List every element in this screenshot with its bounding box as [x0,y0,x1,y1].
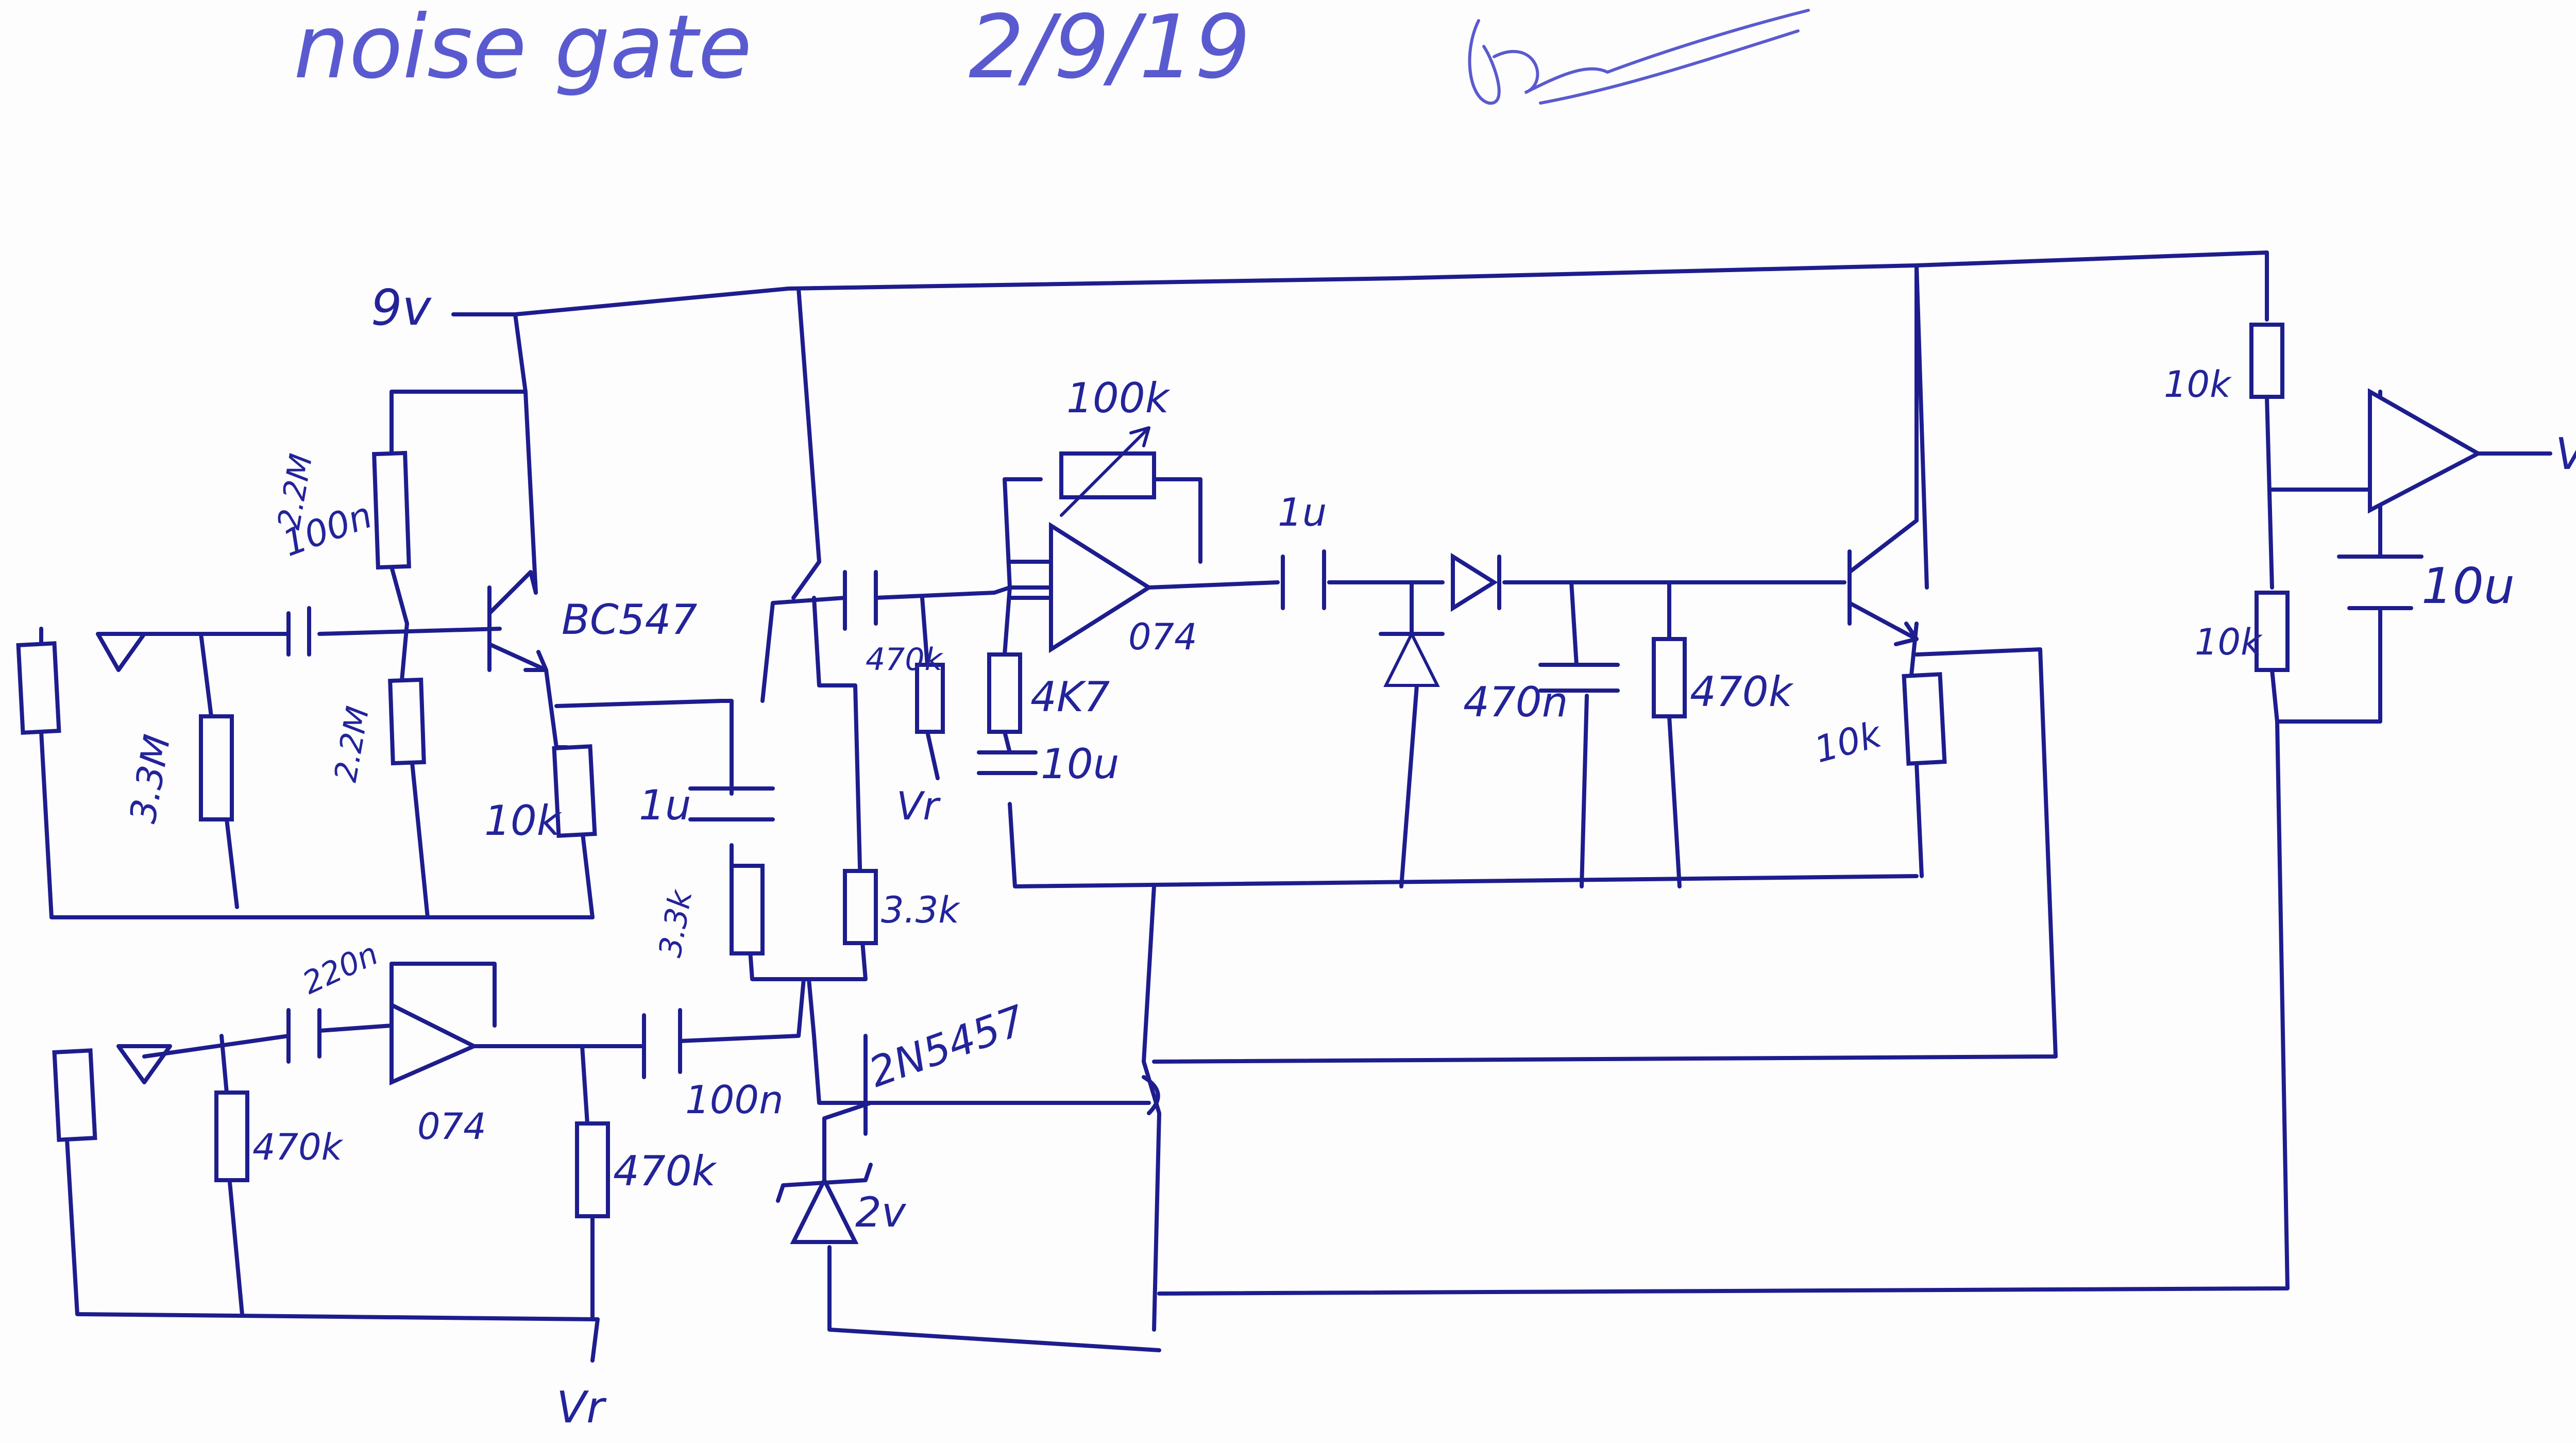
opamps [389,388,2552,1086]
label-r-3m3: 3.3M [122,732,179,826]
label-pot-100k: 100k [1066,374,1171,422]
label-r-470k-b: 470k [1690,668,1794,716]
component-shapes [16,323,2290,1218]
label-c-470n: 470n [1463,678,1568,726]
label-c-10u-b: 10u [2421,558,2515,615]
header-title: noise gate [294,0,752,98]
label-c-100n-b: 100n [685,1077,784,1122]
label-vr-mid: Vr [896,783,941,829]
label-r-470k-mid: 470k [866,642,944,678]
label-vr-bottom: Vr [556,1382,607,1433]
label-r-3k3-a: 3.3k [652,886,700,960]
label-r-10k-emitter: 10k [484,797,562,845]
label-r-470k-c: 470k [252,1126,344,1168]
input-terminals [96,632,172,1084]
rail-label: 9v [371,280,432,337]
label-r-4k7: 4K7 [1030,673,1110,721]
label-r-10k-div-top: 10k [2164,363,2232,406]
label-r-3k3-b: 3.3k [881,889,960,931]
label-c-1u-b: 1u [1278,490,1327,535]
label-c-10u-a: 10u [1041,740,1120,788]
diodes [776,552,1501,1244]
label-r-470k-d: 470k [613,1147,717,1195]
label-q1: BC547 [562,596,698,644]
label-c-1u-a: 1u [639,781,691,829]
wiring [39,250,2424,1363]
header-date: 2/9/19 [969,0,1250,98]
label-q2-r-10k: 10k [1810,713,1887,771]
label-vr-out: Vr [2555,429,2576,480]
label-ic-a: 074 [1128,616,1197,658]
label-zener: 2v [855,1188,907,1236]
transistors [487,263,1919,1136]
capacitors [286,549,2424,1079]
labels: 9v 100n 2.2M 2.2M 3.3M BC547 10k 1u 3.3k… [122,280,2576,1433]
label-jfet: 2N5457 [863,996,1031,1097]
label-r-10k-div-bot: 10k [2195,621,2263,663]
label-c-220n: 220n [297,936,384,1002]
signature [1468,9,1810,105]
wire-crossover [1142,1075,1160,1115]
label-r-2m2-bot: 2.2M [328,703,376,784]
label-ic-b: 074 [417,1105,486,1148]
